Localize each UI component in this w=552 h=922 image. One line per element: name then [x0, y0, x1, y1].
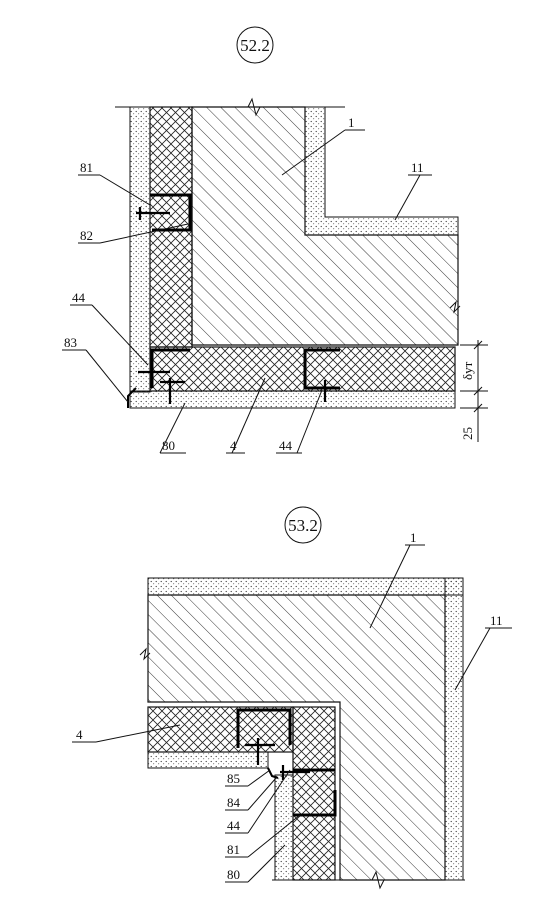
leader-44b [296, 389, 323, 454]
break-line-right [449, 300, 461, 314]
detail-53-2: 53.2 1 [72, 506, 512, 890]
dim-delta-label: δут [460, 361, 475, 380]
corner-bead [267, 767, 279, 779]
inner-plaster-11 [444, 577, 464, 881]
label-82: 82 [80, 228, 93, 243]
leader-11 [454, 627, 491, 691]
label-11: 11 [490, 613, 503, 628]
corner-bead-83 [127, 387, 137, 408]
leader-85-diag [247, 769, 271, 787]
corner-profile-44 [150, 348, 190, 388]
leader-80-diag [247, 844, 286, 883]
leader-80 [159, 402, 186, 454]
label-11: 11 [411, 160, 424, 175]
leader-82-diag [99, 223, 189, 244]
outer-plaster-horizontal [129, 390, 456, 409]
inner-plaster-11 [304, 106, 459, 236]
label-44a: 44 [72, 290, 86, 305]
label-80: 80 [162, 438, 175, 453]
detail-number-circle [284, 506, 322, 544]
label-4: 4 [230, 438, 237, 453]
label-81: 81 [227, 842, 240, 857]
leader-81-diag [99, 174, 151, 206]
insulation-horizontal [149, 346, 456, 392]
leader-81-diag [247, 814, 301, 858]
detail-number: 53.2 [288, 516, 318, 535]
label-85: 85 [227, 771, 240, 786]
label-81: 81 [80, 160, 93, 175]
profile-44 [236, 708, 292, 748]
leader-84-diag [247, 777, 277, 811]
leader-83-diag [85, 349, 129, 403]
label-44b: 44 [279, 438, 293, 453]
profile-44-mid [303, 348, 340, 390]
label-84: 84 [227, 795, 241, 810]
label-1: 1 [348, 115, 355, 130]
dim-tick [473, 340, 483, 413]
leader-44a-diag [91, 304, 149, 366]
outer-plaster-horizontal [147, 751, 269, 769]
insulation-vertical [149, 106, 193, 348]
label-44: 44 [227, 818, 241, 833]
label-80: 80 [227, 867, 240, 882]
detail-52-2: 52.2 [62, 26, 488, 454]
profile-81 [150, 193, 192, 232]
profile-81 [293, 768, 337, 817]
dim-25-label: 25 [460, 427, 475, 440]
leader-44-diag [247, 769, 291, 834]
break-symbol-left [139, 647, 151, 661]
leader-1 [369, 544, 411, 629]
leader-4-diag [95, 724, 181, 743]
leader-11 [394, 174, 421, 221]
label-1: 1 [410, 530, 417, 545]
detail-number: 52.2 [240, 36, 270, 55]
insulation-vertical [292, 706, 336, 881]
label-83: 83 [64, 335, 77, 350]
label-4: 4 [76, 727, 83, 742]
leader-1 [281, 129, 346, 176]
inner-plaster-top [147, 577, 464, 596]
detail-number-circle [236, 26, 274, 64]
leader-4 [231, 377, 266, 454]
break-symbol-bottom [371, 870, 385, 890]
